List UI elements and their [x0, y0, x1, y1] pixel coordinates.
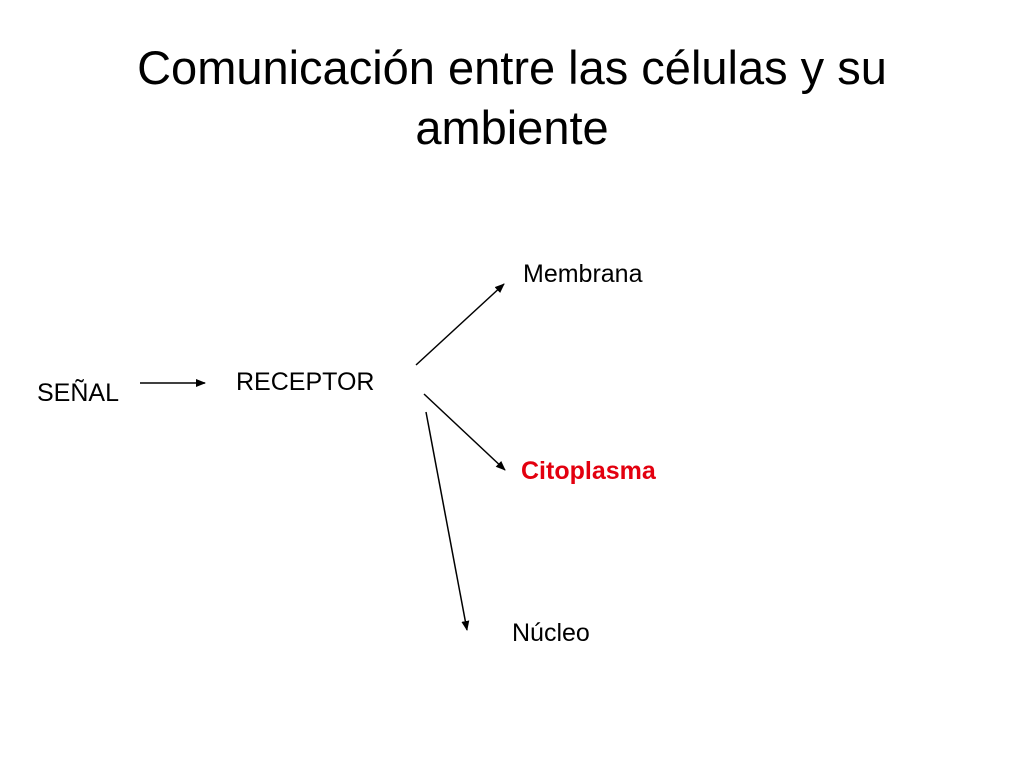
citoplasma-label: Citoplasma — [521, 457, 656, 485]
nucleo-label: Núcleo — [512, 619, 590, 647]
senal-label: SEÑAL — [37, 379, 119, 407]
arrow-receptor-to-membrana — [415, 283, 505, 366]
arrow-receptor-to-nucleo — [425, 411, 470, 631]
arrow-receptor-to-citoplasma — [423, 393, 506, 471]
slide-title: Comunicación entre las células y su ambi… — [137, 41, 887, 154]
receptor-label: RECEPTOR — [236, 368, 375, 396]
membrana-label: Membrana — [523, 260, 643, 288]
